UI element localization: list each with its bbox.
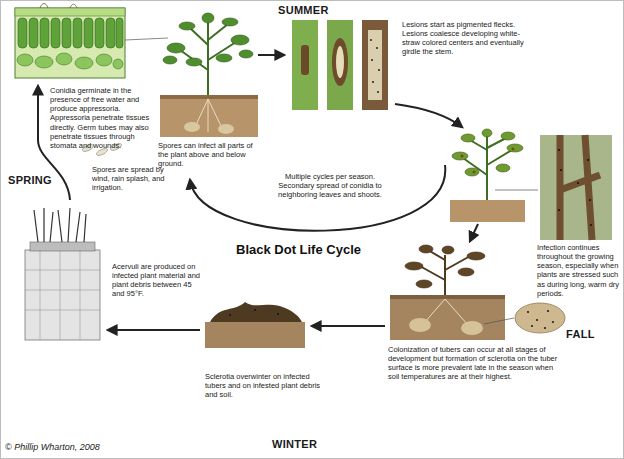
- season-label: WINTER: [272, 438, 317, 451]
- tuber-closeup: [515, 303, 565, 333]
- fall-plant: [450, 129, 525, 222]
- annotation: Spores are spread by wind, rain splash, …: [92, 165, 168, 192]
- annotation: Sclerotia overwinter on infected tubers …: [205, 372, 330, 399]
- season-label: SUMMER: [278, 4, 329, 17]
- annotation: Acervuli are produced on infected plant …: [112, 262, 202, 299]
- winter-debris: [205, 302, 305, 348]
- annotation: Infection continues throughout the growi…: [537, 243, 621, 298]
- copyright-note: © Phillip Wharton, 2008: [5, 442, 100, 453]
- annotation: Spores can infect all parts of the plant…: [158, 141, 256, 168]
- annotation: Conidia germinate in the presence of fre…: [50, 86, 150, 150]
- leaf-cross-section: [15, 4, 125, 79]
- stem-closeup: [540, 135, 612, 240]
- diagram-title: Black Dot Life Cycle: [236, 242, 361, 257]
- season-label: SPRING: [8, 174, 52, 187]
- stem-lesions: [292, 20, 388, 110]
- summer-plant: [160, 13, 258, 137]
- season-label: FALL: [566, 328, 595, 341]
- acervuli: [25, 208, 100, 340]
- annotation: Colonization of tubers can occur at all …: [388, 345, 558, 382]
- tuber-plant: [390, 245, 505, 340]
- annotation: Multiple cycles per season. Secondary sp…: [278, 172, 382, 199]
- annotation: Lesions start as pigmented flecks. Lesio…: [402, 20, 526, 57]
